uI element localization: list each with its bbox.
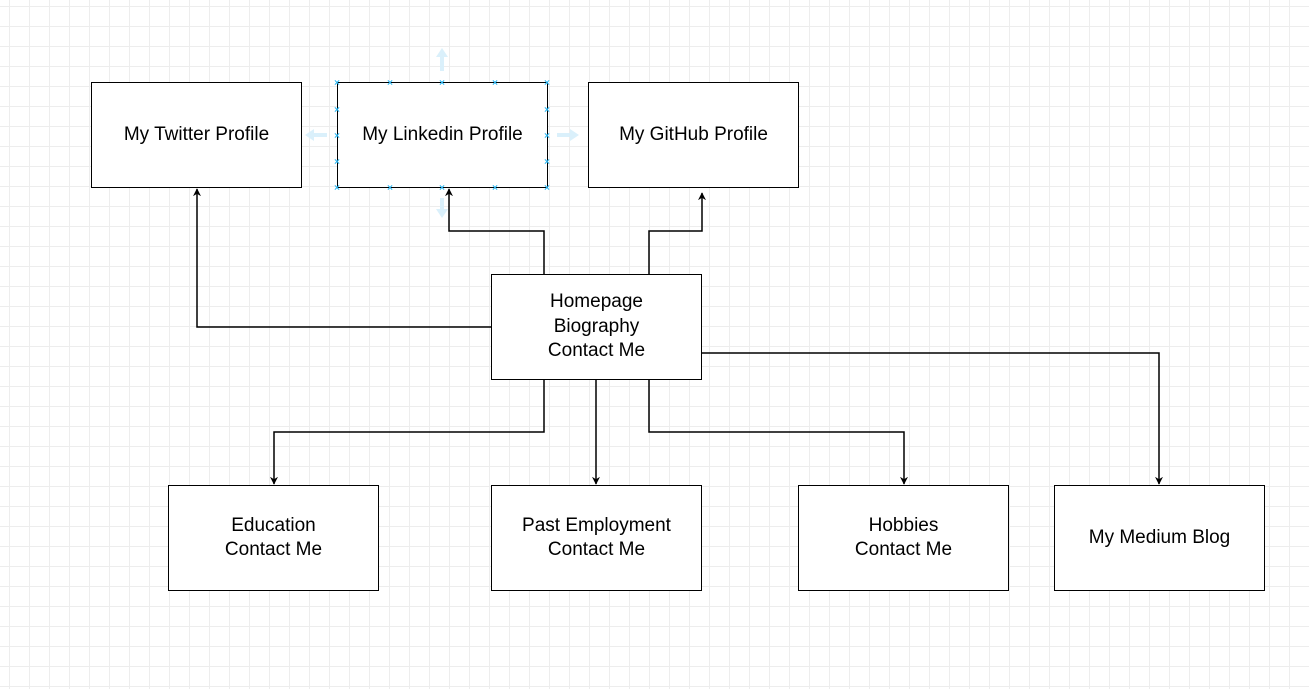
resize-handle-r2[interactable]: [544, 132, 550, 138]
resize-handle-bl[interactable]: [334, 184, 340, 190]
edge-homepage-hobbies: [648, 380, 908, 485]
resize-handle-t1[interactable]: [387, 79, 393, 85]
node-label-line: My Medium Blog: [1088, 526, 1231, 548]
arrow-left-handle: [305, 129, 327, 141]
node-label-line: Homepage: [550, 291, 643, 313]
resize-handle-t3[interactable]: [492, 79, 498, 85]
edge-homepage-education: [270, 380, 545, 485]
edge-homepage-twitter: [193, 188, 491, 328]
resize-handle-tr[interactable]: [544, 79, 550, 85]
resize-handle-l2[interactable]: [334, 132, 340, 138]
resize-handle-l3[interactable]: [334, 158, 340, 164]
resize-handle-b3[interactable]: [492, 184, 498, 190]
edge-homepage-medium: [701, 352, 1163, 485]
arrow-right-handle: [557, 129, 579, 141]
selection-arrows[interactable]: [305, 48, 579, 218]
node-label-line: Contact Me: [224, 539, 323, 560]
node-twitter-profile[interactable]: My Twitter Profile: [91, 82, 302, 188]
node-label-line: My GitHub Profile: [619, 123, 768, 145]
resize-handle-b1[interactable]: [387, 184, 393, 190]
node-github-profile[interactable]: My GitHub Profile: [588, 82, 799, 188]
resize-handle-b2[interactable]: [439, 184, 445, 190]
node-label-line: My Twitter Profile: [123, 123, 270, 145]
node-label-line: Hobbies: [868, 514, 939, 536]
node-label-line: Contact Me: [547, 539, 646, 560]
node-medium-blog[interactable]: My Medium Blog: [1054, 485, 1265, 591]
node-label-line: Biography: [553, 315, 640, 337]
resize-handle-tl[interactable]: [334, 79, 340, 85]
arrow-up-handle: [436, 48, 448, 71]
node-label-line: Education: [231, 514, 316, 536]
node-linkedin-profile[interactable]: My Linkedin Profile: [337, 82, 548, 188]
node-label-line: Past Employment: [522, 514, 671, 536]
resize-handle-l1[interactable]: [334, 106, 340, 112]
node-label: My GitHub Profile: [619, 123, 768, 148]
resize-handle-r3[interactable]: [544, 158, 550, 164]
edge-homepage-github: [648, 192, 706, 274]
node-label: My Medium Blog: [1089, 526, 1231, 551]
resize-handle-r1[interactable]: [544, 106, 550, 112]
node-label-line: Contact Me: [854, 539, 953, 560]
node-label: My Linkedin Profile: [362, 123, 523, 148]
resize-handle-t2[interactable]: [439, 79, 445, 85]
resize-handle-br[interactable]: [544, 184, 550, 190]
edge-homepage-linkedin: [445, 188, 545, 274]
node-label: My Twitter Profile: [124, 123, 269, 148]
arrow-down-handle: [436, 198, 448, 218]
node-label-line: Contact Me: [547, 340, 646, 362]
node-label-line: My Linkedin Profile: [362, 123, 523, 145]
